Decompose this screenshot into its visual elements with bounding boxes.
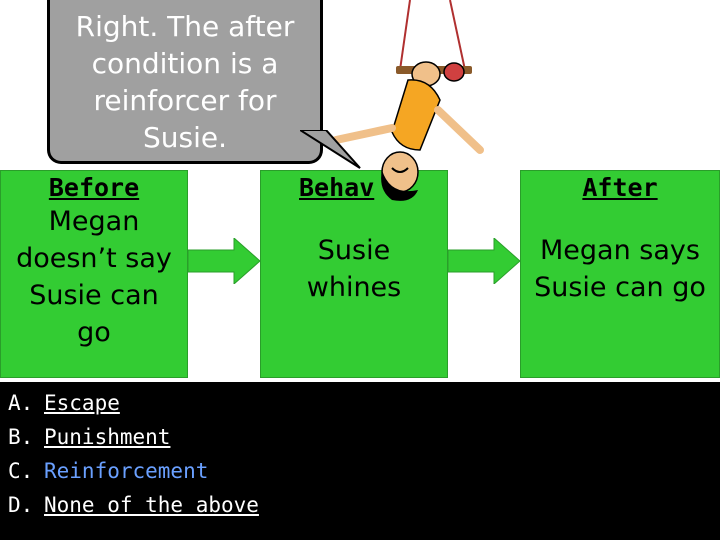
before-heading: Before — [48, 173, 140, 202]
speech-bubble — [47, 0, 323, 164]
behavior-heading: Behav — [299, 173, 375, 202]
option-letter: D. — [8, 493, 34, 517]
answer-band — [0, 382, 720, 540]
right-arrow-icon — [448, 238, 520, 284]
before-box: Before Megan doesn’t say Susie can go — [0, 170, 188, 378]
behavior-text: Susie whines — [306, 235, 402, 303]
option-reinforcement[interactable]: C. Reinforcement — [8, 454, 259, 488]
behavior-box: Behav Susie whines — [260, 170, 448, 378]
option-letter: B. — [8, 425, 34, 449]
right-arrow-icon — [188, 238, 260, 284]
option-letter: A. — [8, 391, 34, 415]
option-link-reinforcement[interactable]: Reinforcement — [44, 459, 209, 483]
before-text: Megan doesn’t say Susie can go — [16, 206, 172, 348]
option-none-of-the-above[interactable]: D. None of the above — [8, 488, 259, 522]
option-link-punishment[interactable]: Punishment — [44, 425, 171, 449]
option-letter: C. — [8, 459, 34, 483]
answer-options: A. Escape B. Punishment C. Reinforcement… — [8, 386, 259, 522]
after-heading: After — [582, 173, 658, 202]
option-escape[interactable]: A. Escape — [8, 386, 259, 420]
after-box: After Megan says Susie can go — [520, 170, 720, 378]
swinging-girl-icon — [332, 0, 484, 201]
option-link-none[interactable]: None of the above — [44, 493, 259, 517]
speech-bubble-tail — [300, 130, 361, 169]
after-text: Megan says Susie can go — [534, 235, 706, 303]
option-link-escape[interactable]: Escape — [44, 391, 120, 415]
speech-bubble-text: Right. The after condition is a reinforc… — [75, 10, 295, 154]
option-punishment[interactable]: B. Punishment — [8, 420, 259, 454]
